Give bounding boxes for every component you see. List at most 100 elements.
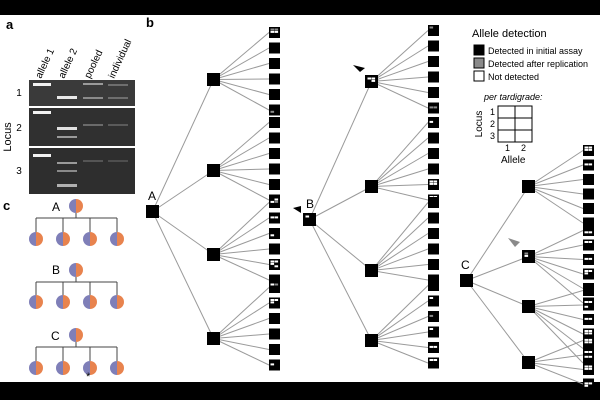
gel-band [83, 160, 103, 162]
allele-cell [270, 216, 275, 219]
leaf-node [269, 359, 280, 371]
allele-cell [584, 351, 589, 353]
tree-edge [371, 264, 429, 271]
allele-cell [270, 299, 275, 301]
allele-cell [274, 260, 279, 263]
leaf-node [583, 239, 594, 251]
tree-edge [213, 63, 270, 80]
allele-cell [584, 146, 589, 149]
leaf-node [428, 56, 439, 67]
circle-right-half [36, 295, 43, 309]
tree-edge [528, 230, 584, 257]
allele-cell [588, 365, 593, 368]
tree-edge [309, 186, 372, 220]
leaf-node [428, 280, 439, 291]
tree-edge [371, 30, 429, 82]
allele-cell [270, 301, 275, 304]
arrowhead-marker [293, 206, 301, 213]
tree-edge [213, 254, 270, 281]
leaf-node [583, 174, 594, 185]
gel-band [57, 170, 77, 172]
figure-background [0, 15, 600, 382]
tree-edge [152, 211, 214, 339]
allele-cell [584, 365, 589, 368]
tree-edge [371, 61, 429, 82]
gel-band [108, 160, 128, 162]
allele-cell [429, 359, 434, 361]
allele-cell [588, 367, 593, 370]
tree-b-root-label: B [306, 197, 314, 211]
tree-edge [528, 164, 584, 187]
tree-edge [213, 32, 270, 80]
gel-band [108, 124, 128, 126]
allele-cell [270, 363, 275, 366]
allele-cell [274, 265, 279, 268]
allele-cell [270, 30, 275, 33]
allele-cell [588, 355, 593, 358]
allele-cell [270, 110, 275, 113]
tree-edge [371, 285, 429, 341]
allele-cell [274, 200, 279, 203]
allele-cell [588, 351, 593, 353]
circle-left-half [56, 232, 63, 246]
gel-band [57, 136, 77, 138]
tree-a-root-label: A [148, 189, 156, 203]
legend-label: Detected after replication [488, 59, 588, 69]
allele-cell [588, 163, 593, 166]
allele-cell [274, 283, 279, 286]
leaf-node [428, 311, 439, 322]
allele-cell [270, 283, 275, 286]
leaf-node [269, 282, 280, 293]
leaf-node [269, 179, 280, 190]
leaf-node [269, 89, 280, 100]
tree-edge [528, 244, 584, 257]
tree-edge [528, 340, 584, 363]
panel-b-label: b [146, 15, 154, 30]
legend-grid-ylabel: Locus [474, 111, 485, 138]
internal-node [522, 180, 535, 193]
tree-b [303, 25, 439, 369]
gel-band [57, 184, 77, 187]
tree-edge [213, 217, 270, 255]
tree-edge [371, 45, 429, 82]
gel-band [33, 83, 51, 86]
gel-band [33, 154, 51, 157]
allele-cell [429, 314, 434, 317]
pedigree-a-label: A [52, 200, 60, 214]
panel-c-label: c [3, 198, 10, 213]
tree-edge [213, 47, 270, 80]
tree-edge [309, 219, 372, 341]
tree-edge [213, 122, 270, 171]
tree-edge [528, 256, 584, 304]
allele-cell [270, 262, 275, 265]
tree-edge [371, 300, 429, 341]
allele-cell [433, 182, 438, 185]
leaf-node [428, 117, 439, 128]
allele-cell [584, 355, 589, 358]
circle-right-half [63, 361, 70, 375]
allele-cell [274, 30, 279, 33]
leaf-node [523, 251, 534, 262]
circle-right-half [36, 361, 43, 375]
allele-cell [270, 260, 275, 263]
leaf-node [269, 228, 280, 239]
leaf-node [583, 225, 594, 236]
allele-cell [584, 330, 589, 332]
allele-cell [588, 257, 593, 260]
allele-cell [588, 332, 593, 335]
tree-edge [213, 302, 270, 339]
leaf-node [269, 148, 280, 159]
internal-node [365, 180, 378, 193]
panel-a-label: a [6, 17, 14, 32]
circle-right-half [76, 263, 83, 277]
allele-cell [588, 382, 593, 385]
allele-cell [588, 338, 593, 341]
circle-right-half [90, 295, 97, 309]
tree-edge [528, 186, 584, 209]
allele-cell [588, 148, 593, 151]
allele-cell [274, 299, 279, 301]
leaf-node [269, 73, 280, 85]
leaf-node [583, 188, 594, 200]
tree-edge [371, 340, 429, 348]
internal-node [365, 264, 378, 277]
